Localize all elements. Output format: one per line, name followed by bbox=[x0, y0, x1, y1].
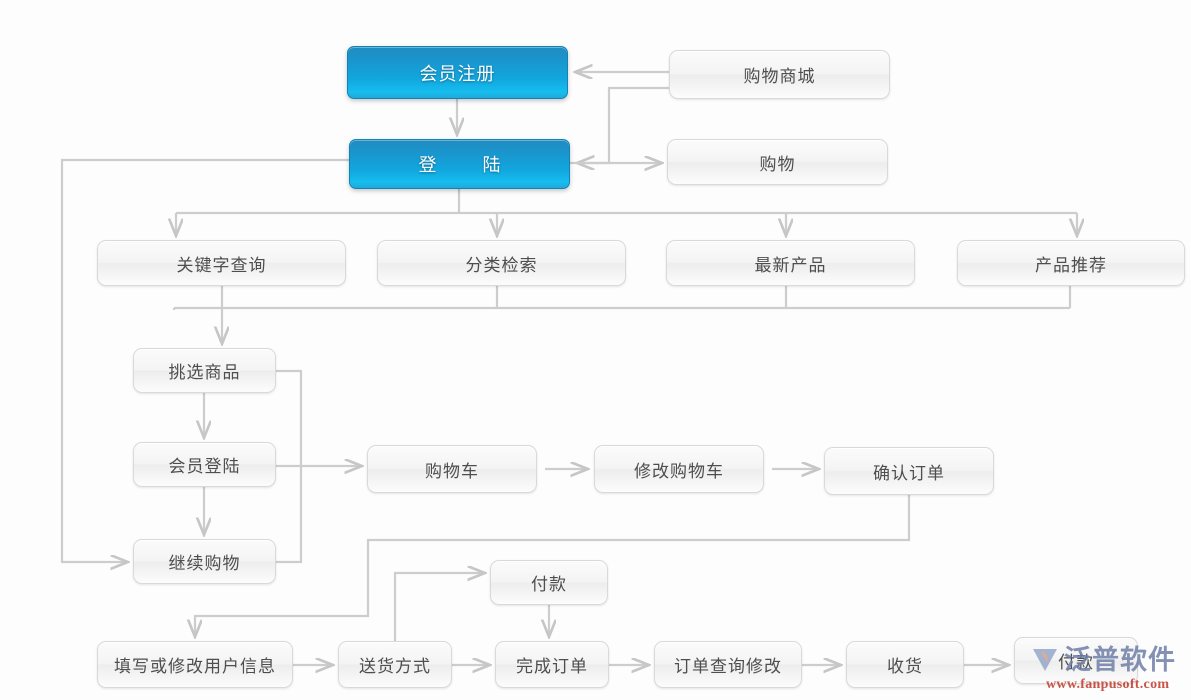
node-keyword-search[interactable]: 关键字查询 bbox=[97, 240, 346, 286]
node-complete-order[interactable]: 完成订单 bbox=[495, 641, 609, 688]
wire-mall-to-login bbox=[578, 86, 669, 163]
node-shopping[interactable]: 购物 bbox=[667, 139, 888, 185]
wire-delivery-to-payment bbox=[393, 573, 484, 641]
fanpu-logo-icon bbox=[1033, 649, 1057, 671]
node-payment-end[interactable]: 付款 bbox=[1014, 637, 1138, 684]
node-pick-goods[interactable]: 挑选商品 bbox=[133, 348, 276, 393]
node-continue-shopping[interactable]: 继续购物 bbox=[133, 539, 276, 584]
node-cart[interactable]: 购物车 bbox=[367, 445, 537, 493]
node-fill-user-info[interactable]: 填写或修改用户信息 bbox=[97, 641, 293, 688]
node-newest-product[interactable]: 最新产品 bbox=[666, 240, 915, 286]
node-login[interactable]: 登 陆 bbox=[349, 139, 570, 189]
node-receive-goods[interactable]: 收货 bbox=[846, 641, 964, 688]
node-category-browse[interactable]: 分类检索 bbox=[377, 240, 626, 286]
node-member-login[interactable]: 会员登陆 bbox=[133, 442, 276, 487]
watermark: 泛普软件 www.fanpusoft.com bbox=[1030, 645, 1176, 693]
wire-right-rail bbox=[276, 369, 303, 564]
node-delivery-method[interactable]: 送货方式 bbox=[338, 641, 452, 688]
watermark-url: www.fanpusoft.com bbox=[1046, 677, 1170, 692]
node-confirm-order[interactable]: 确认订单 bbox=[824, 447, 994, 495]
watermark-brand: 泛普软件 bbox=[1064, 644, 1176, 676]
node-modify-cart[interactable]: 修改购物车 bbox=[594, 445, 764, 493]
node-product-recommend[interactable]: 产品推荐 bbox=[957, 240, 1185, 286]
watermark-row: 泛普软件 bbox=[1030, 645, 1176, 675]
node-payment-middle[interactable]: 付款 bbox=[490, 560, 608, 605]
node-member-register[interactable]: 会员注册 bbox=[347, 46, 568, 99]
node-order-query-edit[interactable]: 订单查询修改 bbox=[654, 641, 802, 688]
node-shopping-mall[interactable]: 购物商城 bbox=[669, 50, 890, 99]
